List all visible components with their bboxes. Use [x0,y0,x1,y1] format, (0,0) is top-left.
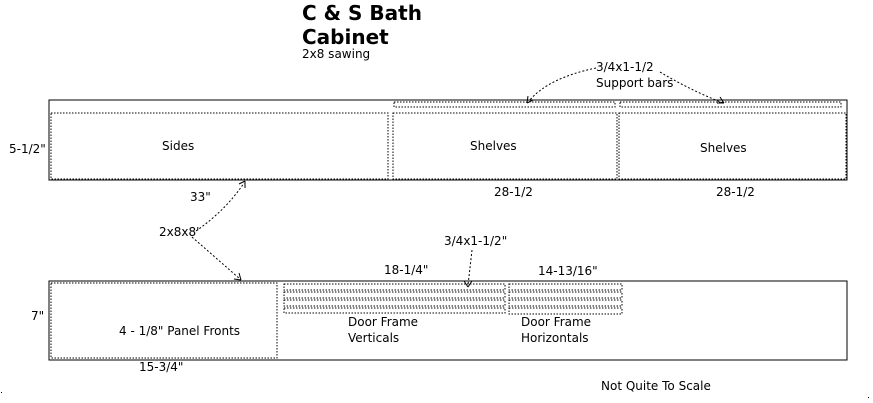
door-frame-vertical-strip [283,307,506,314]
door-frame-horizontal-strip [508,283,623,291]
corner-speck-right [868,397,869,398]
strips-size-label: 3/4x1-1/2" [444,234,507,248]
title-line-2: Cabinet [302,25,389,49]
horizontals-length-label: 14-13/16" [538,264,598,278]
sides-length-label: 33" [190,190,211,204]
door-frame-verticals-line-2: Verticals [348,331,399,345]
door-frame-horizontals-line-1: Door Frame [521,315,591,329]
sides-piece [50,112,389,180]
top-board-outline [48,99,848,181]
support-bar-strip-1 [393,101,616,108]
support-bars-arrowhead-left [526,95,534,104]
subtitle: 2x8 sawing [302,47,370,61]
strips-arrow [467,249,473,286]
door-frame-verticals-line-1: Door Frame [348,315,418,329]
shelves-label-1: Shelves [470,139,517,153]
support-bars-arrow-left [528,67,597,102]
door-frame-horizontal-strip [508,307,623,315]
shelves-length-label-1: 28-1/2 [494,185,533,199]
verticals-length-label: 18-1/4" [384,263,428,277]
panel-fronts-label: 4 - 1/8" Panel Fronts [119,324,240,338]
support-bar-strip-2 [619,101,842,108]
shelves-label-2: Shelves [700,141,747,155]
stock-arrowhead-bottom [233,272,242,281]
title-line-1: C & S Bath [302,1,422,25]
panel-fronts-piece [50,282,278,359]
bottom-board-height-label: 7" [31,309,44,323]
top-board-height-label: 5-1/2" [9,142,46,156]
door-frame-vertical-strip [283,299,506,307]
support-bars-label: Support bars [596,76,673,90]
support-bars-size-label: 3/4x1-1/2 [596,60,654,74]
door-frame-horizontal-strip [508,299,623,307]
door-frame-horizontal-strip [508,291,623,299]
shelves-length-label-2: 28-1/2 [716,185,755,199]
sides-label: Sides [162,139,194,153]
door-frame-vertical-strip [283,291,506,299]
support-bars-arrowhead-right [717,96,725,104]
corner-speck-left [1,392,2,393]
strips-arrowhead [463,280,473,288]
stock-label: 2x8x8' [159,225,199,239]
door-frame-horizontals-line-2: Horizontals [521,331,589,345]
shelves-piece-1 [392,112,618,180]
door-frame-vertical-strip [283,283,506,291]
bottom-board-outline [48,280,848,361]
shelves-piece-2 [618,112,847,180]
panel-length-label: 15-3/4" [139,360,183,374]
stock-arrowhead-top [238,180,246,188]
stock-arrow-bottom [191,236,241,280]
scale-note: Not Quite To Scale [601,379,711,393]
